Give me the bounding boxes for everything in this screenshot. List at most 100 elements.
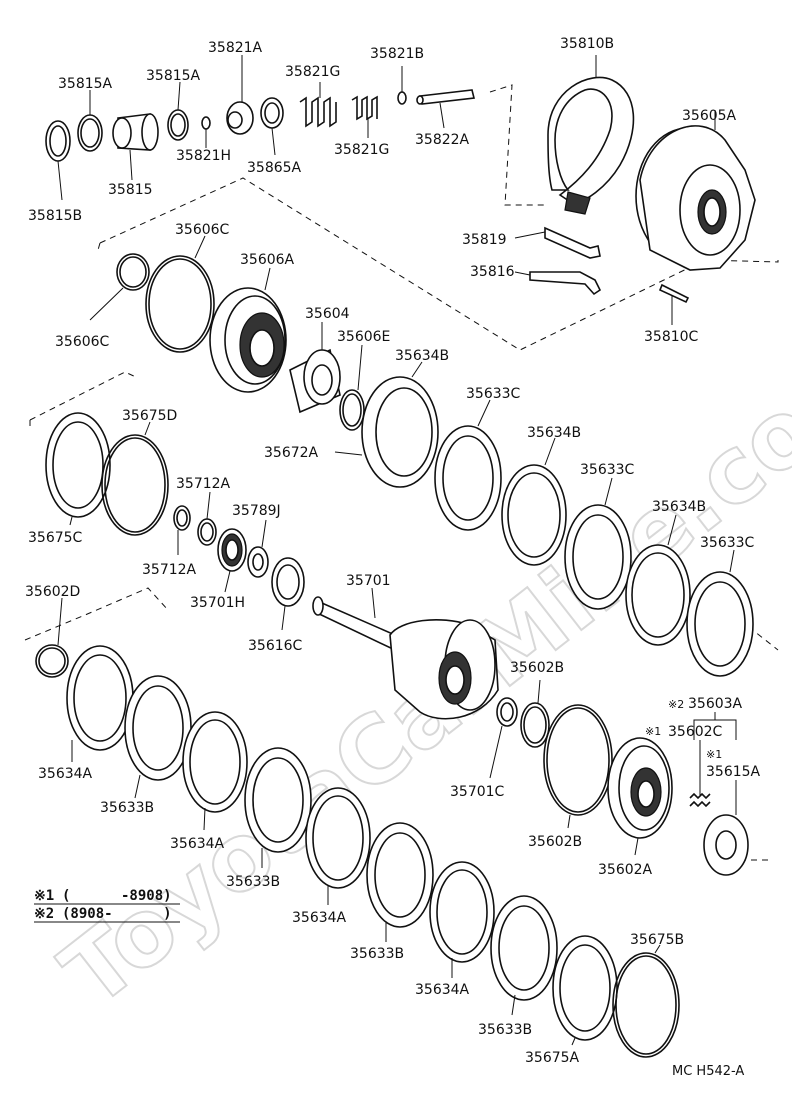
label-35606A: 35606A xyxy=(240,252,295,268)
part-35633B-disc-4 xyxy=(490,895,558,1016)
label-35821A: 35821A xyxy=(208,40,263,56)
label-35712A-1: 35712A xyxy=(176,476,231,492)
bracket-35603A xyxy=(693,712,737,740)
part-35606A-piston xyxy=(209,267,287,393)
part-35606C-ring-large xyxy=(145,235,215,353)
label-35633C-3: 35633C xyxy=(700,535,755,551)
label-35675C: 35675C xyxy=(28,530,83,546)
part-35616C-ring xyxy=(271,557,305,631)
part-35712A-ring-1 xyxy=(173,505,191,555)
part-35633C-disc-1 xyxy=(434,399,502,531)
part-35634A-clutch-plate-2 xyxy=(182,711,248,831)
label-35606C-2: 35606C xyxy=(175,222,230,238)
part-35675D-snap-ring xyxy=(101,421,169,536)
label-35819: 35819 xyxy=(462,232,507,248)
label-35615A: 35615A xyxy=(706,764,761,780)
label-35603A: 35603A xyxy=(688,696,743,712)
part-35815A-ring-1 xyxy=(77,90,103,152)
note-1-mark: ※1 xyxy=(34,888,54,904)
label-35633C-1: 35633C xyxy=(466,386,521,402)
part-35865A-ring xyxy=(260,97,284,156)
part-35602C-spring xyxy=(689,740,711,808)
label-35634A-4: 35634A xyxy=(415,982,470,998)
part-35701-shaft-hub xyxy=(312,587,499,720)
label-35815B: 35815B xyxy=(28,208,82,224)
part-35810B-brake-band xyxy=(547,55,635,215)
label-35815A-2: 35815A xyxy=(146,68,201,84)
label-35633B-1: 35633B xyxy=(100,800,154,816)
diagram-code: MC H542-A xyxy=(672,1064,744,1079)
mark-35615A: ※1 xyxy=(706,748,722,761)
label-35821G-2: 35821G xyxy=(334,142,389,158)
label-35616C: 35616C xyxy=(248,638,303,654)
part-35634A-clutch-plate-3 xyxy=(305,787,371,905)
label-35602C: 35602C xyxy=(668,724,723,740)
part-35634B-clutch-plate-1 xyxy=(334,361,439,488)
part-35815-piston xyxy=(112,113,159,181)
label-35634A-3: 35634A xyxy=(292,910,347,926)
part-35821H xyxy=(201,116,211,148)
part-35822A-rod xyxy=(416,89,475,129)
part-35815B-snap-ring xyxy=(45,120,71,201)
label-35675B: 35675B xyxy=(630,932,684,948)
part-35633B-disc-1 xyxy=(124,675,192,799)
part-35675B-snap-ring xyxy=(612,944,680,1058)
part-35815A-ring-2 xyxy=(167,81,189,141)
label-35815: 35815 xyxy=(108,182,153,198)
part-35810C-pin xyxy=(658,283,690,325)
part-35604-one-way-clutch xyxy=(289,322,341,414)
label-35815A-1: 35815A xyxy=(58,76,113,92)
part-35701H-bearing xyxy=(217,528,247,593)
label-35634A-2: 35634A xyxy=(170,836,225,852)
label-35633B-4: 35633B xyxy=(478,1022,532,1038)
part-35605A-drum xyxy=(635,110,756,271)
part-35789J-washer xyxy=(247,519,269,578)
label-35821B: 35821B xyxy=(370,46,424,62)
label-35672A: 35672A xyxy=(264,445,319,461)
part-35634A-clutch-plate-1 xyxy=(66,645,134,762)
part-35606E-ring xyxy=(339,344,365,431)
part-35819-clip xyxy=(514,226,601,259)
note-1-text: ( -8908) xyxy=(62,888,172,904)
label-35606E: 35606E xyxy=(337,329,390,345)
note-2-mark: ※2 xyxy=(34,906,54,922)
label-35675D: 35675D xyxy=(122,408,177,424)
label-35675A: 35675A xyxy=(525,1050,580,1066)
label-35634B-2: 35634B xyxy=(527,425,581,441)
label-35605A: 35605A xyxy=(682,108,737,124)
part-35606C-ring-small xyxy=(89,253,150,321)
part-35675C-plate xyxy=(45,412,111,526)
label-35821G-1: 35821G xyxy=(285,64,340,80)
label-35822A: 35822A xyxy=(415,132,470,148)
group-boundaries xyxy=(24,84,779,861)
label-35633B-2: 35633B xyxy=(226,874,280,890)
mark-35602C: ※1 xyxy=(645,725,661,738)
label-35634B-3: 35634B xyxy=(652,499,706,515)
part-35675A-plate xyxy=(552,935,618,1046)
notes-legend: ※1 ( -8908) ※2 (8908- ) xyxy=(34,888,180,923)
part-35602A-piston xyxy=(607,737,673,856)
label-35602D: 35602D xyxy=(25,584,80,600)
part-35602B-ring-large xyxy=(543,704,613,829)
label-35602B-1: 35602B xyxy=(510,660,564,676)
label-35634B-1: 35634B xyxy=(395,348,449,364)
label-35810B: 35810B xyxy=(560,36,614,52)
label-35606C-1: 35606C xyxy=(55,334,110,350)
part-35821A-piston xyxy=(226,55,254,135)
part-35821G-spring-2 xyxy=(351,95,378,138)
label-35633C-2: 35633C xyxy=(580,462,635,478)
label-35634A-1: 35634A xyxy=(38,766,93,782)
part-35821B-washer xyxy=(397,66,407,105)
part-35633B-disc-2 xyxy=(244,747,312,868)
part-35615A-retainer xyxy=(703,780,749,876)
part-35816-strut xyxy=(514,271,602,296)
label-35810C: 35810C xyxy=(644,329,699,345)
part-35633C-disc-2 xyxy=(564,477,632,610)
part-35634B-clutch-plate-3 xyxy=(625,514,691,646)
label-35821H: 35821H xyxy=(176,148,231,164)
label-35789J: 35789J xyxy=(232,503,281,519)
label-35701: 35701 xyxy=(346,573,391,589)
note-2-text: (8908- ) xyxy=(62,906,172,922)
part-35634A-clutch-plate-4 xyxy=(429,861,495,978)
